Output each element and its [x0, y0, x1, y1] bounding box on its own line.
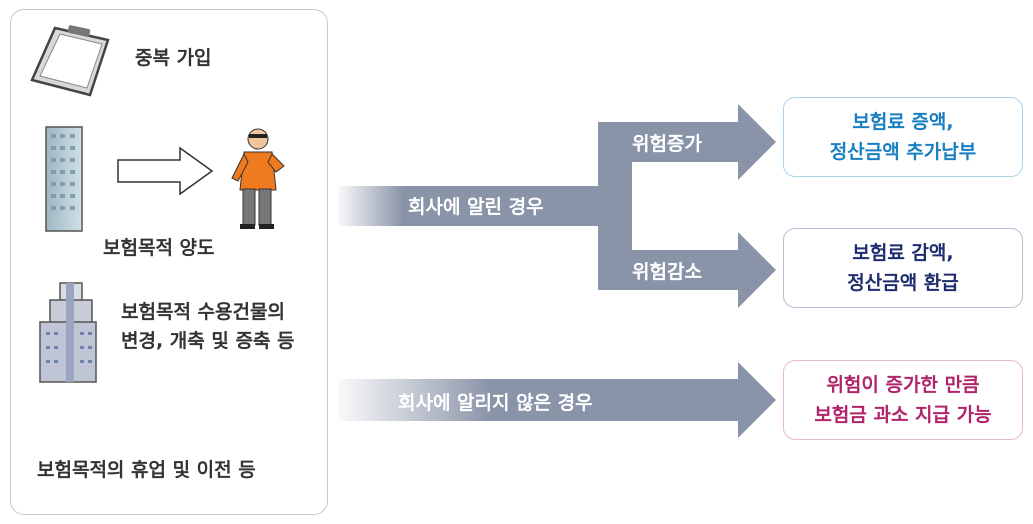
risk-decrease-label: 위험감소 [632, 261, 702, 283]
result-increase-box: 보험료 증액, 정산금액 추가납부 [783, 97, 1023, 177]
transfer-arrow-icon [117, 146, 214, 196]
clipboard-icon [30, 25, 110, 97]
item-building-line2: 변경, 개축 및 증축 등 [121, 330, 295, 352]
item-duplicate-label: 중복 가입 [135, 47, 212, 69]
result-not-notified-box: 위험이 증가한 만큼 보험금 과소 지급 가능 [783, 360, 1023, 440]
result-decrease-box: 보험료 감액, 정산금액 환급 [783, 228, 1023, 308]
result-not-notified-line2: 보험금 과소 지급 가능 [814, 404, 992, 426]
item-building-label: 보험목적 수용건물의 변경, 개축 및 증축 등 [121, 298, 295, 356]
result-decrease-line1: 보험료 감액, [852, 242, 954, 264]
item-building-line1: 보험목적 수용건물의 [121, 301, 285, 323]
not-notified-arrow-label: 회사에 알리지 않은 경우 [398, 392, 593, 414]
result-not-notified-line1: 위험이 증가한 만큼 [826, 374, 980, 396]
result-decrease-line2: 정산금액 환급 [847, 272, 959, 294]
left-panel [10, 9, 328, 515]
tall-building-icon [45, 126, 83, 232]
not-notified-arrow [338, 362, 776, 438]
person-icon [231, 128, 285, 229]
result-increase-line2: 정산금액 추가납부 [829, 141, 977, 163]
stepped-building-icon [39, 282, 97, 383]
notified-arrow-label: 회사에 알린 경우 [408, 196, 544, 218]
risk-increase-label: 위험증가 [632, 133, 702, 155]
result-increase-line1: 보험료 증액, [852, 111, 954, 133]
item-transfer-label: 보험목적 양도 [103, 237, 215, 259]
item-suspend-label: 보험목적의 휴업 및 이전 등 [37, 459, 256, 481]
notified-arrow [338, 104, 776, 308]
